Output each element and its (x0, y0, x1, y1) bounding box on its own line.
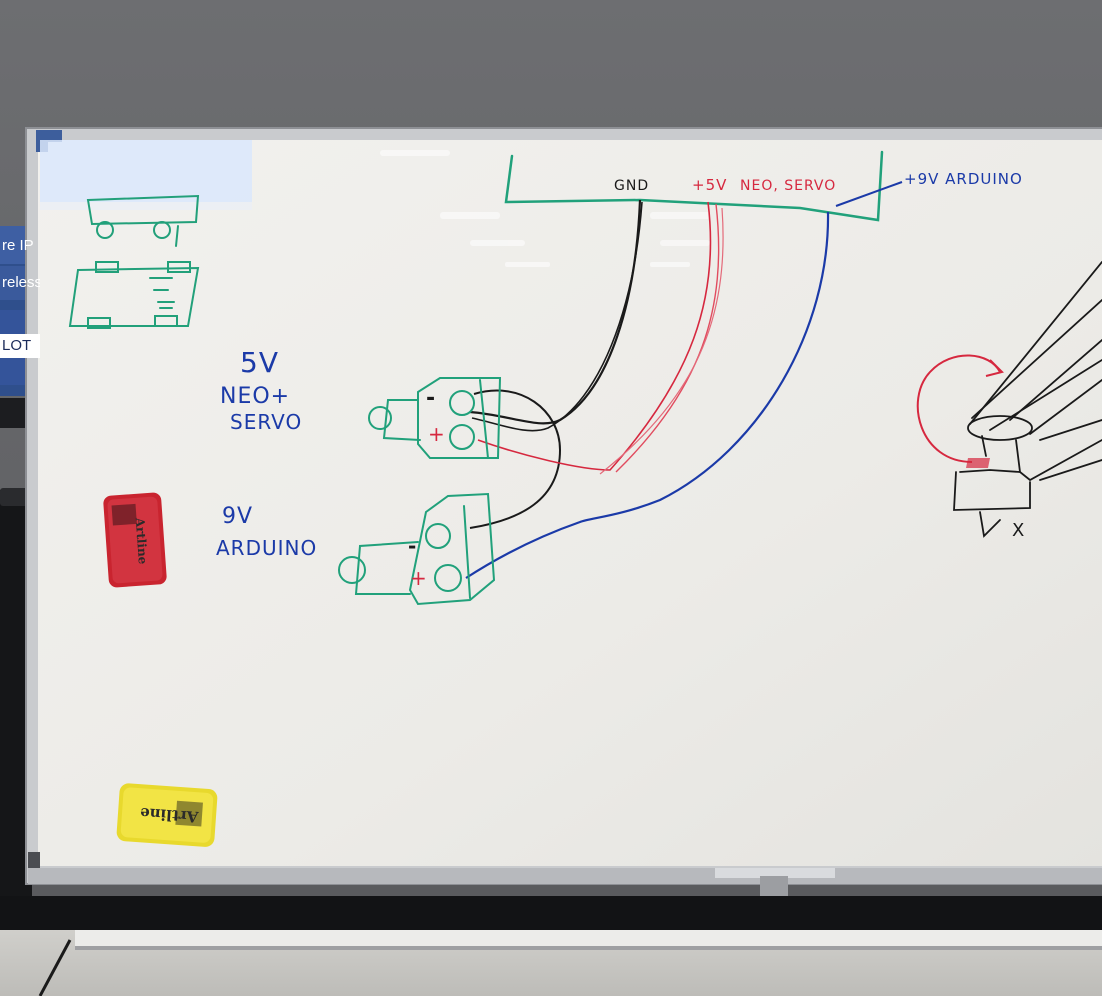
whiteboard-surface (38, 140, 1102, 866)
rotation-arrow (916, 354, 1001, 463)
label-plus9v-arduino: +9V ARDUINO (904, 170, 1023, 188)
label-x-mark: X (1012, 520, 1026, 541)
label-5v: 5V (240, 346, 279, 379)
projector-light (40, 140, 252, 202)
terminal-block-5v (368, 377, 502, 459)
circuit-board-sketch (68, 261, 200, 329)
stand-crossbar (0, 896, 1102, 930)
plus5v-wire (477, 201, 712, 471)
sign-minus-top: - (426, 386, 437, 411)
label-neo-servo: NEO, SERVO (740, 178, 837, 194)
sign-minus-bottom: - (408, 534, 418, 558)
small-robot-sketch (86, 194, 200, 247)
sign-plus-top: + (428, 422, 446, 446)
label-9v: 9V (222, 504, 254, 529)
sign-plus-bottom: + (410, 566, 428, 590)
label-arduino: ARDUINO (216, 536, 318, 560)
label-servo: SERVO (230, 410, 303, 434)
plus9v-wire (465, 211, 830, 579)
projector-text-line: reless (2, 274, 40, 291)
label-neo-plus: NEO+ (220, 384, 291, 409)
projector-text-line: LOT (0, 334, 40, 358)
terminal-block-9v (338, 492, 496, 606)
label-gnd: GND (614, 178, 650, 194)
red-eraser (103, 492, 167, 588)
projector-text-line: re IP (2, 237, 34, 254)
power-rail-bracket (504, 150, 884, 222)
servo-arm-sketch (953, 261, 1102, 538)
yellow-eraser (116, 783, 218, 847)
label-plus5v: +5V (692, 176, 728, 194)
pen-tray (28, 868, 1102, 884)
